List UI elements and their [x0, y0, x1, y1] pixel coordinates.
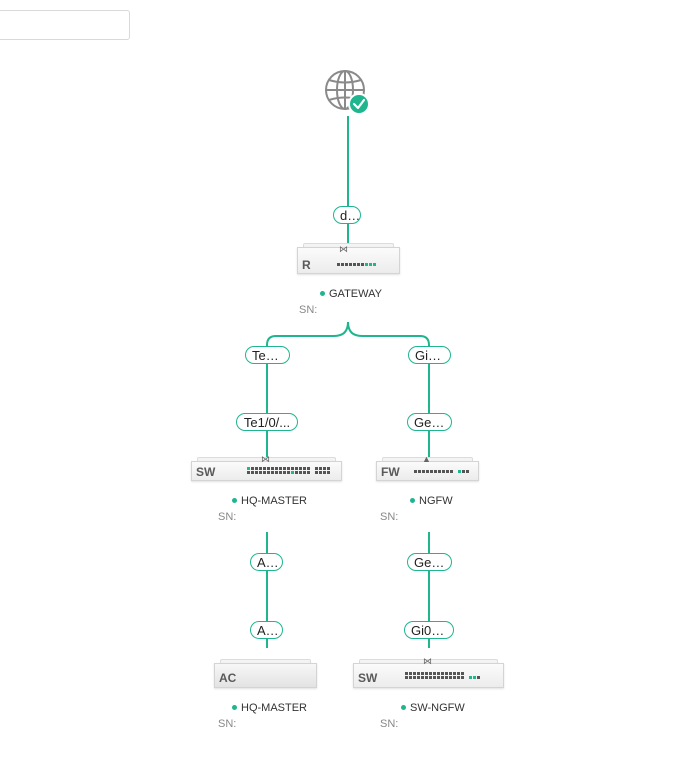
status-dot [232, 497, 237, 503]
port-hq-uplink[interactable]: Te1/0/... [236, 413, 298, 431]
device-type-label: SW [358, 671, 378, 685]
internet-node[interactable] [324, 69, 370, 115]
port-gateway-uplink[interactable]: di1 [333, 206, 361, 224]
port-leds [405, 672, 465, 679]
device-type-label: SW [196, 465, 216, 479]
brand-logo-icon: ▲ [422, 454, 431, 464]
device-name-sw-ngfw: SW-NGFW [401, 702, 465, 714]
device-type-label: FW [381, 465, 400, 479]
port-leds [414, 470, 453, 473]
port-swngfw-uplink[interactable]: Gi0/24 [404, 621, 454, 639]
brand-logo-icon: ⋈ [339, 244, 348, 254]
device-name-ngfw: NGFW [410, 495, 453, 507]
sfp-leds [315, 467, 331, 474]
brand-logo-icon: ⋈ [261, 454, 270, 464]
serial-label: SN: [218, 718, 237, 730]
port-gateway-left[interactable]: Te0/0 [245, 346, 290, 364]
port-ac-uplink[interactable]: Ag1 [250, 621, 283, 639]
sfp-leds [458, 470, 469, 473]
search-input[interactable] [0, 10, 130, 40]
check-circle-icon [348, 93, 370, 115]
brand-logo-icon: ⋈ [423, 656, 432, 666]
device-hq-master-switch[interactable]: ⋈ SW [191, 454, 342, 481]
serial-label: SN: [218, 511, 237, 523]
port-leds [247, 467, 311, 474]
device-sw-ngfw[interactable]: ⋈ SW [353, 656, 504, 688]
link-gateway-branch-right [347, 321, 430, 460]
port-leds [337, 263, 376, 266]
globe-icon [325, 70, 370, 115]
status-dot [410, 497, 415, 503]
device-type-label: AC [219, 671, 237, 685]
link-gateway-branch [266, 321, 349, 460]
status-dot [401, 704, 406, 710]
serial-label: SN: [380, 718, 399, 730]
port-gateway-right[interactable]: Gi0/9 [408, 346, 451, 364]
port-ngfw-uplink[interactable]: Ge0/8 [407, 413, 452, 431]
serial-label: SN: [380, 511, 399, 523]
device-gateway[interactable]: ⋈ R [297, 243, 400, 274]
device-name-gateway: GATEWAY [320, 288, 382, 300]
device-ngfw[interactable]: ▲ FW [376, 454, 479, 481]
device-hq-master-ac[interactable]: AC [214, 659, 317, 688]
sfp-leds [469, 676, 480, 679]
status-dot [232, 704, 237, 710]
serial-label: SN: [299, 304, 318, 316]
device-type-label: R [302, 258, 311, 272]
port-hq-down[interactable]: Ag1 [250, 553, 283, 571]
status-dot [320, 290, 325, 296]
device-name-hq-master-ac: HQ-MASTER [232, 702, 307, 714]
device-name-hq-master-switch: HQ-MASTER [232, 495, 307, 507]
port-ngfw-down[interactable]: Ge0/7 [407, 553, 452, 571]
